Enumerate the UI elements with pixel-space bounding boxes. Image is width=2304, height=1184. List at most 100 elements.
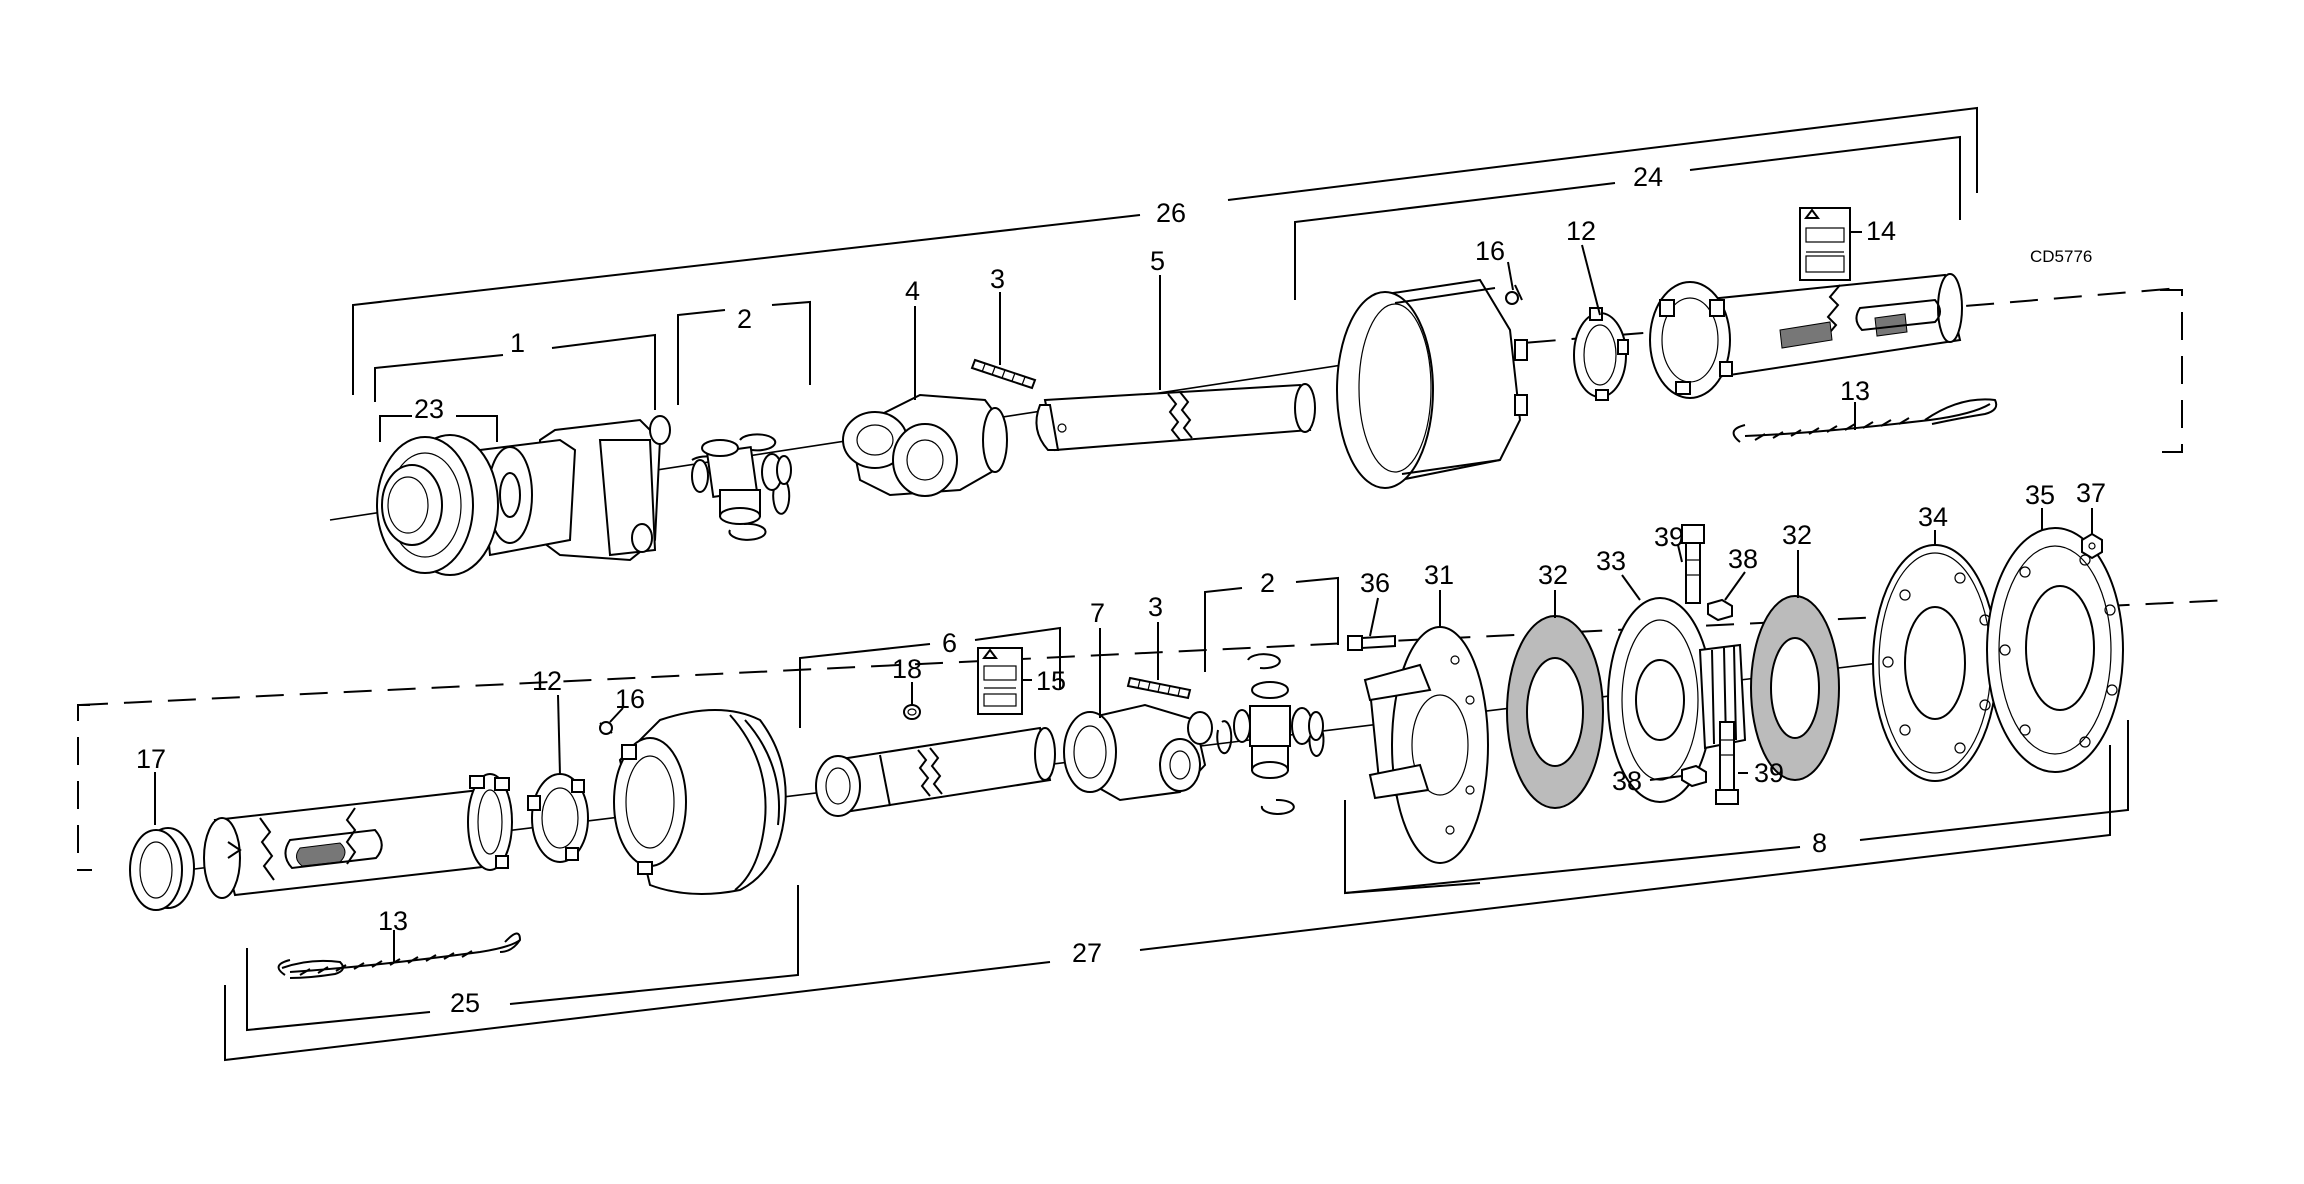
bracket-25 [246,948,431,1032]
bracket-1-right [551,333,656,410]
bracket-6 [799,643,931,728]
bracket-2-top [677,309,726,405]
part-12-bearing-ring-bottom [527,773,589,863]
part-12-bearing-ring-top [1573,307,1629,401]
part-3-pin-top [970,358,1037,390]
leader-39-top [1677,544,1683,563]
label-3-top: 3 [990,264,1005,294]
part-32-friction-disc-right [1750,595,1840,781]
leader-38-bottom [1649,775,1683,781]
bracket-24 [1294,182,1616,300]
bracket-2-bottom [1204,587,1243,672]
part-15-warning-decal [977,647,1023,715]
label-17: 17 [136,744,166,774]
part-24-guard-cone [1336,278,1528,489]
part-18-grease-nipple [903,704,921,720]
part-1-outer-yoke [478,415,671,562]
middle-dashed-axis [79,599,2231,706]
label-2-bottom: 2 [1260,568,1275,598]
bracket-1 [374,354,504,402]
part-16-screw-top [1505,284,1523,305]
label-16-top: 16 [1475,236,1505,266]
part-38-nut-bottom [1681,764,1707,788]
part-14-warning-decal [1799,207,1851,281]
part-33-hub [1607,597,1747,803]
part-3-pin-bottom [1126,676,1192,700]
part-39-bolt-top [1681,524,1705,604]
part-32-friction-disc-left [1506,615,1604,809]
label-25: 25 [450,988,480,1018]
label-18: 18 [892,654,922,684]
leader-33 [1621,574,1641,601]
label-38-top: 38 [1728,544,1758,574]
bracket-25-right [509,885,799,1005]
label-3-bottom: 3 [1148,592,1163,622]
part-17-end-cap [129,827,195,911]
part-31-flange-yoke [1363,626,1489,864]
label-8: 8 [1812,828,1827,858]
leader-36 [1369,597,1379,637]
leader-38-top [1724,571,1746,601]
part-37-nut [2081,532,2103,560]
label-13-top: 13 [1840,376,1870,406]
part-6-inner-tube [815,726,1056,817]
label-26: 26 [1156,198,1186,228]
label-37: 37 [2076,478,2106,508]
label-39-top: 39 [1654,522,1684,552]
leader-16-top [1507,261,1514,291]
part-23-collar [376,434,499,576]
part-2-cross-bottom [1216,653,1325,815]
part-4-yoke [842,393,1008,497]
part-35-end-plate [1986,527,2124,773]
label-36: 36 [1360,568,1390,598]
label-39-bottom: 39 [1754,758,1784,788]
bracket-26-right [1227,106,1978,201]
label-31: 31 [1424,560,1454,590]
part-16-screw-bottom [599,721,613,735]
bracket-2-top-right [771,300,811,385]
label-14: 14 [1866,216,1896,246]
label-23: 23 [414,394,444,424]
bracket-26 [352,214,1141,395]
part-5-inner-tube [1035,383,1316,452]
label-12-top: 12 [1566,216,1596,246]
label-38-bottom: 38 [1612,766,1642,796]
bracket-24-right [1689,135,1961,220]
label-35: 35 [2025,480,2055,510]
label-13-bottom: 13 [378,906,408,936]
label-16-bottom: 16 [615,684,645,714]
part-7-yoke [1063,703,1213,802]
left-dashed-bracket [77,704,92,871]
label-15: 15 [1036,666,1066,696]
bracket-8-right [1859,720,2129,841]
bracket-23-right [456,415,498,442]
leader-16-bottom [609,707,624,723]
part-39-bolt-bottom [1715,721,1739,805]
label-32-right: 32 [1782,520,1812,550]
part-25-guard-tube [203,773,513,899]
label-4: 4 [905,276,920,306]
bracket-23 [379,415,412,442]
label-33: 33 [1596,546,1626,576]
part-34-pressure-plate [1872,544,1998,782]
label-12-bottom: 12 [532,666,562,696]
label-6: 6 [942,628,957,658]
part-2-cross-top [691,433,792,541]
label-2-top: 2 [737,304,752,334]
part-14-guard-tube [1649,273,1963,399]
bracket-27 [224,961,1051,1062]
label-1: 1 [510,328,525,358]
label-5: 5 [1150,246,1165,276]
part-13-chain-top [1732,398,1998,443]
guard-cone-bottom [613,709,787,895]
part-13-chain-bottom [277,932,522,979]
part-38-nut-top [1707,598,1733,622]
label-27: 27 [1072,938,1102,968]
bracket-6-right [974,626,1061,690]
part-36-bolt [1347,634,1396,651]
label-32-left: 32 [1538,560,1568,590]
leader-12-top [1581,244,1601,316]
leader-12-bottom [557,694,561,776]
bracket-27-right [1139,745,2111,951]
top-right-dashed-bracket [2155,289,2183,453]
